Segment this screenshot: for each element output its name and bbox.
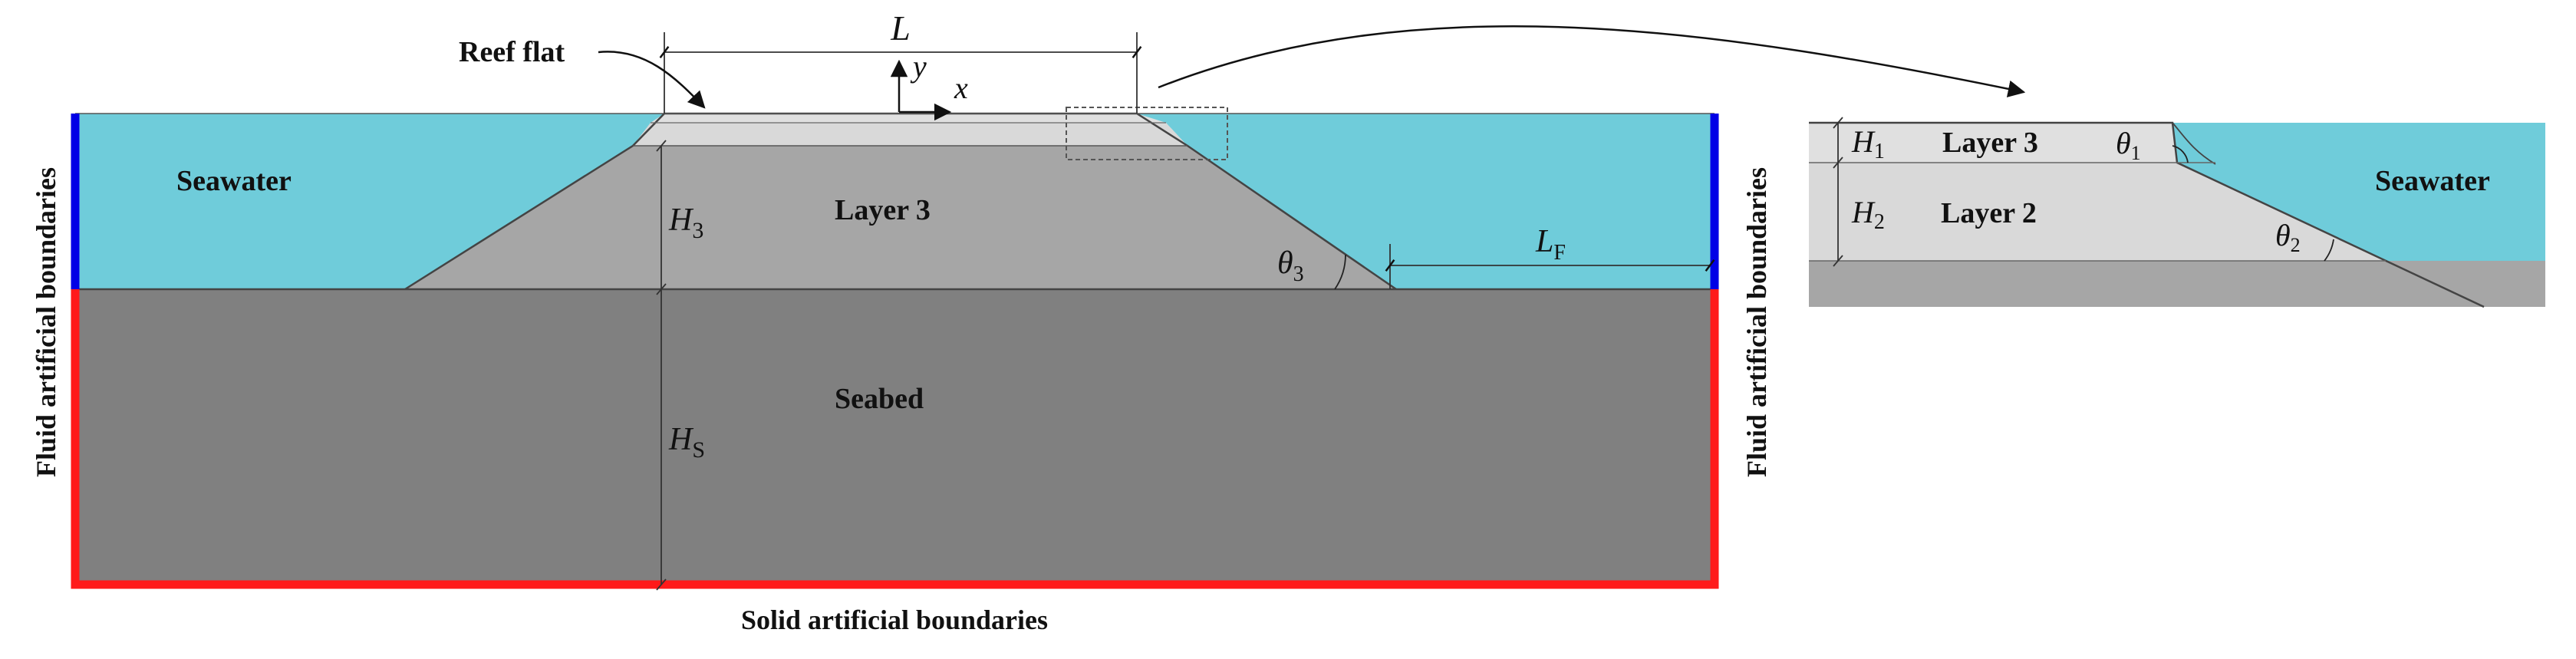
dim-HS-bottom-tick — [656, 578, 667, 591]
inset-dim-tick-top — [1833, 117, 1843, 129]
inset-outline — [1809, 121, 2485, 308]
inset-detail: H1 H2 Layer 3 Layer 2 Seawater θ1 θ2 — [1809, 117, 2545, 308]
seawater-label: Seawater — [176, 165, 292, 197]
layer3-label: Layer 3 — [835, 194, 931, 226]
inset-theta2-arc — [2324, 239, 2334, 262]
theta3-label: θ3 — [1277, 245, 1304, 286]
y-axis-label: y — [910, 49, 927, 84]
theta3-arc — [1334, 254, 1346, 290]
inset-layer2-label: Layer 2 — [1941, 197, 2037, 229]
solid-boundary — [71, 289, 1719, 589]
layer2-strip — [633, 123, 1188, 146]
seabed-label: Seabed — [835, 383, 924, 415]
inset-theta1-label: θ1 — [2116, 126, 2141, 164]
fluid-boundary-left-label: Fluid artificial boundaries — [31, 167, 61, 477]
zoom-box — [1066, 107, 1228, 160]
inset-seabed-under — [1809, 261, 2484, 307]
dim-L-label: L — [890, 8, 911, 48]
dim-H3-bottom-tick — [656, 283, 667, 295]
reef-flat-label: Reef flat — [459, 36, 565, 68]
inset-layer3-slope — [2172, 122, 2216, 165]
reef-flat-band — [651, 114, 1166, 123]
inset-theta1-arc — [2172, 145, 2189, 163]
dim-HS-label: HS — [668, 422, 705, 463]
dim-H3-label: H3 — [668, 203, 703, 243]
layer3-region — [405, 146, 1396, 289]
inset-H2-label: H2 — [1851, 195, 1885, 234]
fluid-boundary-right-label: Fluid artificial boundaries — [1741, 167, 1772, 477]
inset-seawater-label: Seawater — [2375, 165, 2490, 197]
seabed-region — [75, 289, 1715, 585]
inset-dim-tick-mid — [1833, 157, 1843, 169]
x-axis-label: x — [954, 71, 968, 105]
inset-layer3 — [1809, 123, 2177, 163]
inset-H1-label: H1 — [1851, 124, 1885, 163]
solid-boundary-label: Solid artificial boundaries — [741, 605, 1048, 635]
dim-LF-label: LF — [1535, 224, 1566, 265]
inset-theta2-label: θ2 — [2275, 218, 2301, 256]
main-domain: L y x Reef flat H3 HS Seawater Layer 3 S… — [31, 8, 1772, 635]
inset-layer3-label: Layer 3 — [1942, 127, 2038, 159]
reef-flat-arrow — [598, 51, 706, 109]
zoom-connector-arrow — [1158, 25, 2026, 97]
inset-dim-tick-bottom — [1833, 255, 1843, 267]
dim-H3-top-tick — [656, 140, 667, 152]
